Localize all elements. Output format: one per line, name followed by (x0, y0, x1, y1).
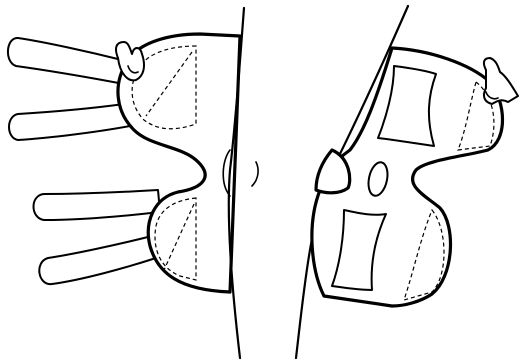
upper-finger-1 (8, 38, 124, 84)
right-panel (296, 6, 518, 358)
lower-finger-2 (39, 236, 156, 284)
upper-finger-2 (9, 104, 130, 140)
left-hand-lower (34, 190, 161, 284)
left-panel (8, 8, 258, 358)
left-hand-upper (8, 38, 130, 140)
lower-finger-1 (34, 190, 161, 220)
left-knee-crease (252, 162, 258, 186)
